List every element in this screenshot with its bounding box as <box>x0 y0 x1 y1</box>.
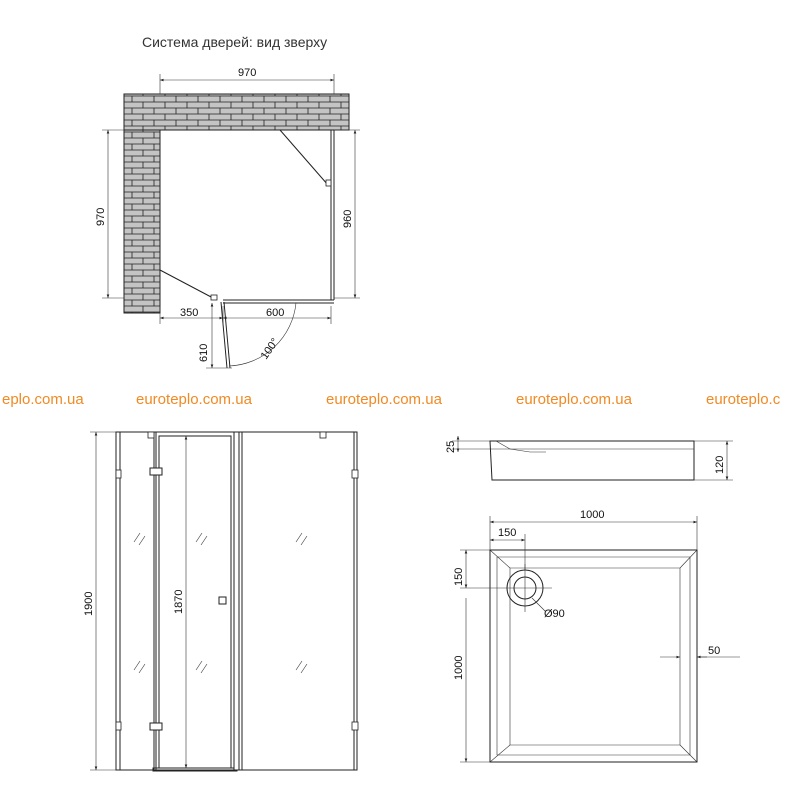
drain-diameter-label: Ø90 <box>544 608 565 620</box>
door-handle <box>218 596 227 605</box>
door-clearance-label: 610 <box>198 344 210 362</box>
tray-outer-edge <box>489 549 698 763</box>
tray-side-view: 25 120 <box>445 436 733 481</box>
watermark-1: eplo.com.ua <box>2 391 84 408</box>
tray-inner-basin <box>509 567 681 746</box>
watermark-row: eplo.com.ua euroteplo.com.ua euroteplo.c… <box>2 391 781 408</box>
watermark-4: euroteplo.com.ua <box>516 391 633 408</box>
tray-height-label: 120 <box>714 456 726 474</box>
top-brick-wall <box>123 93 350 131</box>
drain-x-label: 150 <box>498 527 516 539</box>
right-fixed-panel <box>238 431 358 771</box>
bottom-left-label: 350 <box>180 307 198 319</box>
top-hinge-arm <box>279 129 329 186</box>
rim-width-label: 50 <box>708 645 720 657</box>
watermark-5: euroteplo.c <box>706 391 781 408</box>
left-fixed-panel <box>115 431 157 771</box>
door-leaf <box>220 301 228 369</box>
drain-y-label: 150 <box>453 568 465 586</box>
right-side-label: 960 <box>342 210 354 228</box>
upper-hinge <box>149 467 163 476</box>
diagram-title: Система дверей: вид зверху <box>142 34 327 50</box>
left-hinge-arm <box>159 269 214 299</box>
front-view: 1900 1870 <box>83 431 359 772</box>
top-width-label: 970 <box>238 67 256 79</box>
watermark-3: euroteplo.com.ua <box>326 391 443 408</box>
lower-hinge <box>149 722 163 731</box>
tray-depth-label: 1000 <box>453 656 465 680</box>
watermark-2: euroteplo.com.ua <box>136 391 253 408</box>
front-height-label: 1900 <box>83 592 95 616</box>
door-angle-label: 100° <box>259 336 282 362</box>
top-view: 970 970 960 100° 350 600 <box>95 67 360 369</box>
tray-profile <box>489 440 695 481</box>
tray-width-label: 1000 <box>580 509 604 521</box>
door-height-label: 1870 <box>173 590 185 614</box>
tray-rim-label: 25 <box>445 441 457 453</box>
left-brick-wall <box>123 129 161 314</box>
glass-reflections <box>133 532 308 674</box>
door-swing-arc <box>228 302 297 367</box>
bottom-right-label: 600 <box>266 307 284 319</box>
left-depth-label: 970 <box>95 208 107 226</box>
tray-top-view: Ø90 1000 150 150 1000 50 <box>453 509 740 763</box>
